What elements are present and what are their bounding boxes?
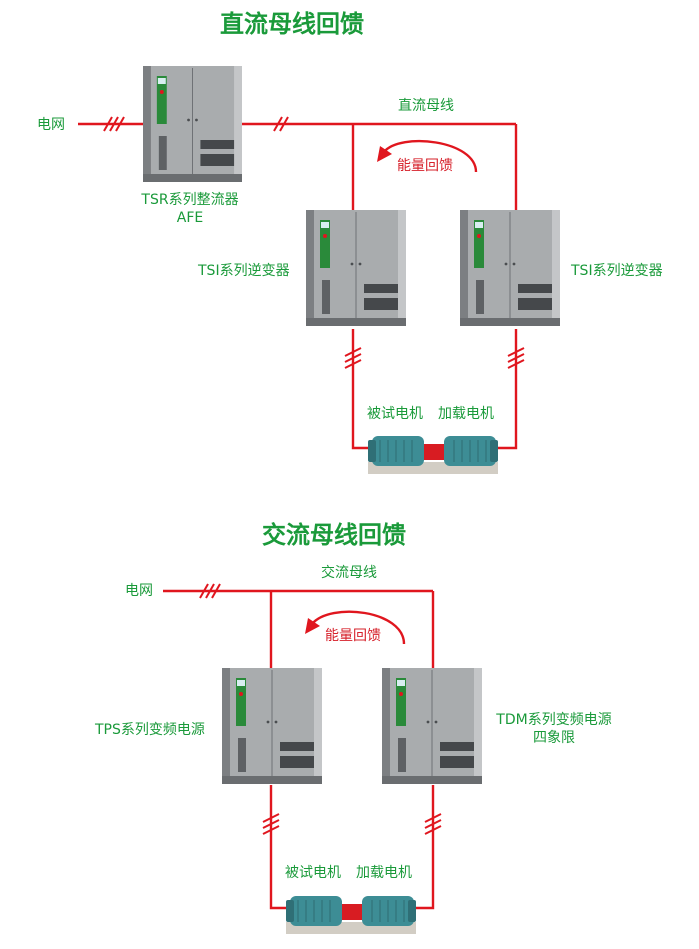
dc-feedback-label: 能量回馈 — [397, 158, 453, 174]
dc-motor-under-test-label: 被试电机 — [367, 406, 423, 422]
dc-feedback-arrow — [377, 139, 478, 173]
ac-feedback-arrow — [305, 610, 406, 645]
tdm-label-line1: TDM系列变频电源 — [496, 712, 612, 728]
ac-section-title: 交流母线回馈 — [262, 521, 406, 549]
dc-load-motor-label: 加载电机 — [438, 406, 494, 422]
tdm-cabinet — [381, 667, 483, 785]
ac-motor-pair — [285, 895, 417, 935]
ac-wires — [163, 589, 435, 910]
tps-label: TPS系列变频电源 — [95, 722, 205, 738]
dc-wires — [78, 122, 518, 450]
dc-section-title: 直流母线回馈 — [220, 10, 364, 38]
rectifier-label-line2: AFE — [176, 210, 204, 226]
dc-bus-label: 直流母线 — [398, 98, 454, 114]
inverter-left-label: TSI系列逆变器 — [198, 263, 290, 279]
dc-motor-pair — [367, 435, 499, 475]
inverter-right-cabinet — [459, 209, 561, 327]
tps-cabinet — [221, 667, 323, 785]
ac-motor-under-test-label: 被试电机 — [285, 865, 341, 881]
inverter-right-label: TSI系列逆变器 — [571, 263, 663, 279]
ac-bus-label: 交流母线 — [321, 565, 377, 581]
rectifier-label: TSR系列整流器 AFE — [130, 191, 250, 227]
ac-load-motor-label: 加载电机 — [356, 865, 412, 881]
inverter-left-cabinet — [305, 209, 407, 327]
ac-phase-marks — [199, 583, 442, 835]
ac-grid-label: 电网 — [125, 583, 153, 599]
ac-feedback-label: 能量回馈 — [325, 628, 381, 644]
dc-grid-label: 电网 — [37, 117, 65, 133]
rectifier-cabinet — [142, 65, 243, 183]
rectifier-label-line1: TSR系列整流器 — [141, 192, 239, 208]
tdm-label: TDM系列变频电源 四象限 — [484, 711, 624, 747]
dc-phase-marks — [103, 116, 525, 369]
tdm-label-line2: 四象限 — [533, 730, 575, 746]
